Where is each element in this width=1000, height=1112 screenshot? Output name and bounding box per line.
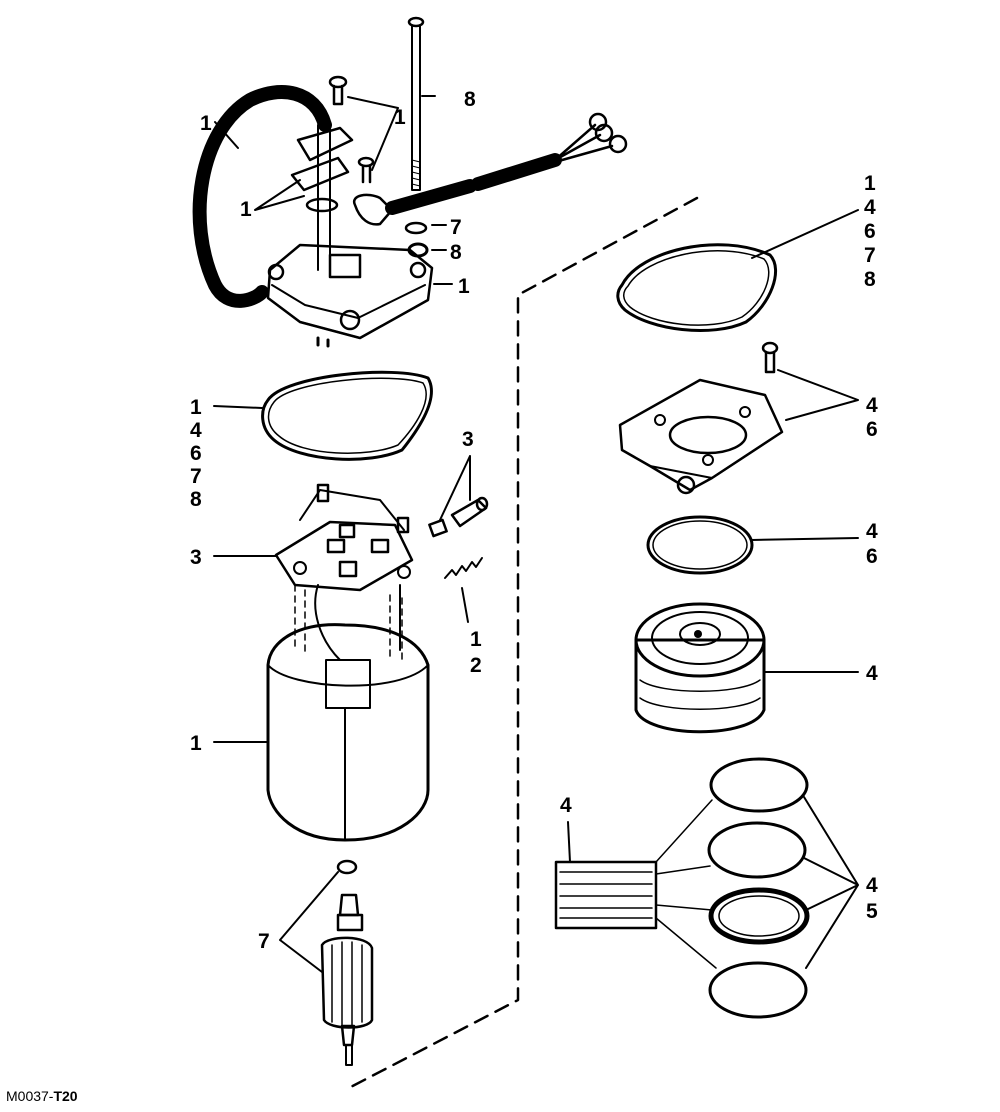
label-end-plate-2: 6	[866, 418, 878, 441]
brush-plate-assembly	[213, 483, 414, 661]
end-plate	[618, 341, 859, 495]
label-screws: 1	[394, 106, 406, 129]
valve-stack	[554, 821, 658, 930]
label-seal-right-3: 6	[864, 220, 876, 243]
label-spring-2: 2	[470, 654, 482, 677]
flange-plate	[296, 126, 354, 162]
label-thru-bolt: 8	[464, 88, 476, 111]
label-washer: 7	[450, 216, 462, 239]
label-seal-left-2: 4	[190, 419, 202, 442]
figure-code-suffix: T20	[53, 1088, 78, 1104]
label-brush-plate: 3	[190, 546, 202, 569]
figure-code: M0037-T20	[6, 1088, 78, 1104]
label-spring-1: 1	[470, 628, 482, 651]
label-armature-washer: 7	[258, 930, 270, 953]
hose-loop	[192, 85, 332, 308]
end-cap-body	[266, 243, 434, 340]
label-brush-parts: 3	[462, 428, 474, 451]
screw-top	[328, 75, 348, 106]
brush-parts	[428, 455, 489, 538]
rings	[655, 757, 859, 1019]
motor-end-cap-assembly	[192, 16, 628, 348]
seal-right	[616, 243, 778, 332]
label-field-frame: 1	[190, 732, 202, 755]
label-pump-body: 4	[866, 662, 878, 685]
label-end-plate-1: 4	[866, 394, 878, 417]
label-seal-left-4: 7	[190, 465, 202, 488]
armature	[279, 859, 374, 1066]
o-ring	[646, 515, 859, 575]
screw-middle	[357, 156, 375, 184]
label-rings-2: 5	[866, 900, 878, 923]
label-seal-right-1: 1	[864, 172, 876, 195]
washer	[404, 221, 428, 235]
label-seal-right-2: 4	[864, 196, 876, 219]
pump-body	[634, 602, 859, 734]
label-seal-right-4: 7	[864, 244, 876, 267]
label-rings-1: 4	[866, 874, 878, 897]
label-clamps: 1	[240, 198, 252, 221]
label-seal-left-5: 8	[190, 488, 202, 511]
spring	[444, 557, 483, 623]
label-seal-left-3: 6	[190, 442, 202, 465]
figure-code-prefix: M0037-	[6, 1088, 54, 1104]
field-frame	[213, 623, 430, 842]
label-oring-2: 6	[866, 545, 878, 568]
label-oring-1: 4	[866, 520, 878, 543]
label-seal-right-5: 8	[864, 268, 876, 291]
dashed-divider-line	[343, 196, 699, 1092]
nut	[407, 242, 429, 258]
seal-left	[261, 370, 433, 461]
label-valve-stack: 4	[560, 794, 572, 817]
label-hose: 1	[200, 112, 212, 135]
thru-bolt	[407, 16, 425, 191]
label-seal-left-1: 1	[190, 396, 202, 419]
label-nut: 8	[450, 241, 462, 264]
label-end-cap: 1	[458, 275, 470, 298]
